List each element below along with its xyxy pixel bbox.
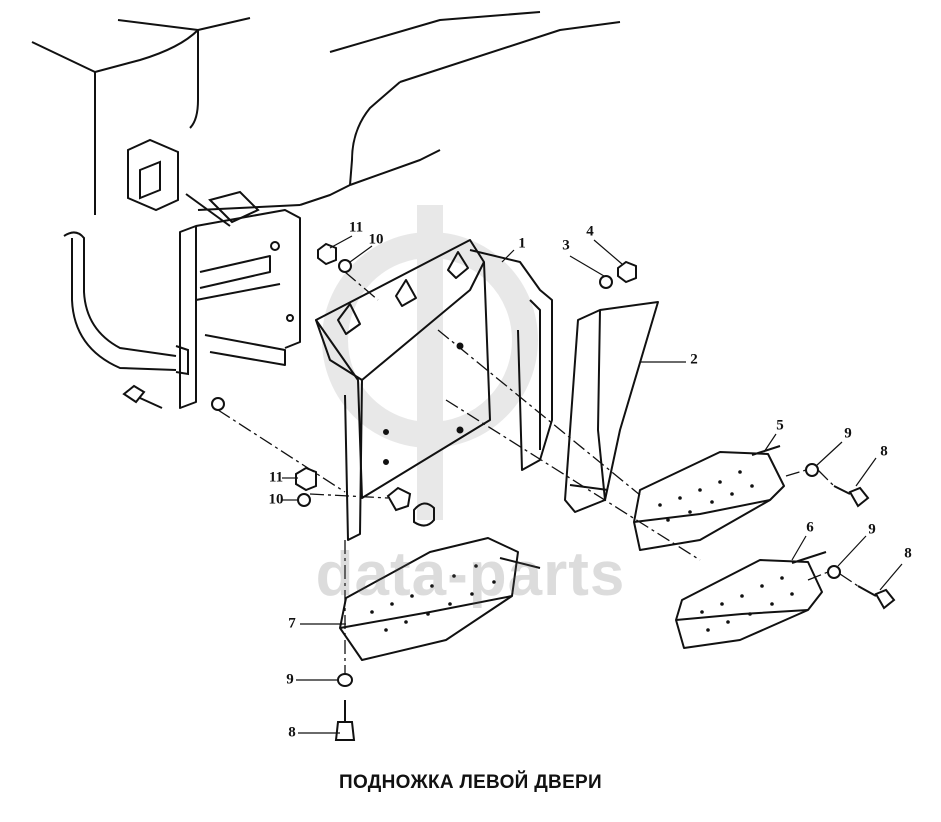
callout-11-upper: 11 <box>348 219 364 236</box>
callout-9-bottom: 9 <box>286 671 294 688</box>
step-plate-7-holes <box>370 564 496 632</box>
callout-10-lower: 10 <box>268 491 284 508</box>
step-plate-5-holes <box>658 470 754 522</box>
step-plate-5 <box>633 445 785 551</box>
figure-caption: ПОДНОЖКА ЛЕВОЙ ДВЕРИ <box>339 772 602 793</box>
step-plate-6-holes <box>700 576 794 632</box>
callout-1: 1 <box>518 235 526 252</box>
callout-9-upper: 9 <box>844 425 852 442</box>
callout-8-upper: 8 <box>880 443 888 460</box>
cab-body <box>31 11 621 215</box>
callout-8-bottom: 8 <box>288 724 296 741</box>
callout-7: 7 <box>288 615 296 632</box>
step-support-plate <box>315 239 553 541</box>
callout-5: 5 <box>776 417 784 434</box>
callout-4: 4 <box>586 223 594 240</box>
frame-bracket <box>179 209 301 409</box>
callout-3: 3 <box>562 237 570 254</box>
grab-handle <box>63 231 189 376</box>
callout-6: 6 <box>806 519 814 536</box>
callout-9-lower: 9 <box>868 521 876 538</box>
leader-lines <box>282 235 903 734</box>
callout-10-upper: 10 <box>368 231 384 248</box>
step-plate-7 <box>339 537 541 661</box>
callout-11-lower: 11 <box>268 469 284 486</box>
side-cover <box>564 301 659 513</box>
callout-8-lower: 8 <box>904 545 912 562</box>
callout-2: 2 <box>690 351 698 368</box>
step-plate-6 <box>675 551 827 649</box>
hinge-bracket <box>127 138 260 227</box>
assembly-lines <box>217 271 859 674</box>
watermark-logo <box>322 205 538 520</box>
